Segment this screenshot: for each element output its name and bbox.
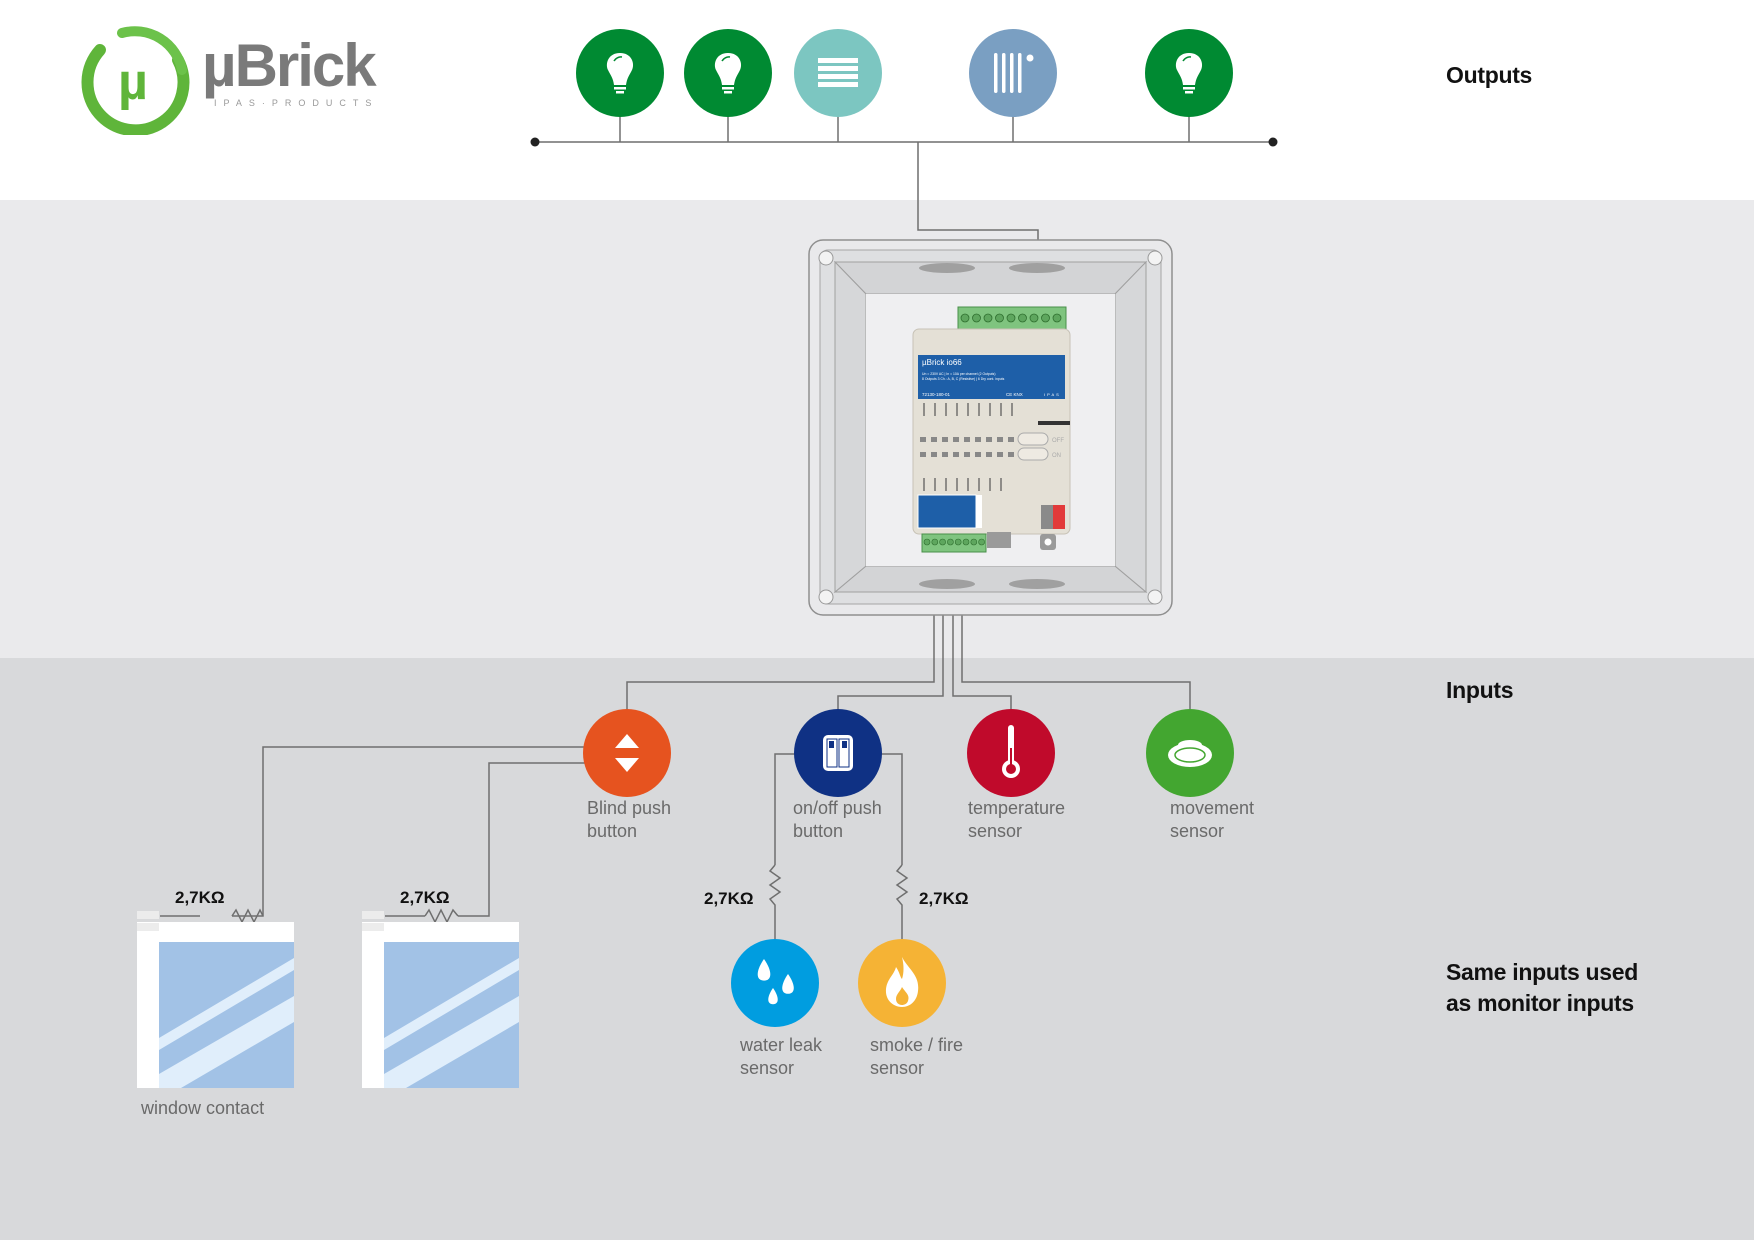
- resistor-label-window-1: 2,7KΩ: [175, 888, 225, 907]
- wire-window-1: [232, 746, 584, 917]
- window-2: [362, 911, 519, 1088]
- cable-gland: [919, 579, 975, 589]
- resistor-label-smoke: 2,7KΩ: [919, 889, 969, 908]
- ubrick-io66-device: µBrick io66 Un = 230V AC | In = 10A per …: [912, 306, 1071, 553]
- resistor-label-water: 2,7KΩ: [704, 889, 754, 908]
- monitor-title-line1: Same inputs used: [1446, 959, 1639, 985]
- up-down-arrows-icon: [615, 734, 639, 772]
- window-1: [137, 911, 294, 1088]
- output-node-4: [969, 29, 1057, 117]
- input-node-1-circle: [583, 709, 671, 797]
- device-part-number: 72130-180-01: [922, 392, 951, 397]
- wire-water: [774, 753, 795, 865]
- knx-connector-red: [1053, 505, 1065, 529]
- monitor-title-line2: as monitor inputs: [1446, 990, 1634, 1016]
- resistor-water: [768, 864, 782, 940]
- blinds-icon: [818, 58, 858, 87]
- reed-contact: [362, 911, 384, 919]
- monitor-node-1: [731, 939, 819, 1027]
- logo-wordmark: µBrick: [202, 32, 377, 99]
- manual-on-switch: [1017, 447, 1049, 461]
- outputs-band: [0, 0, 1754, 200]
- switch-off-label: OFF: [1052, 438, 1064, 444]
- input-node-3: [967, 709, 1055, 797]
- device-spec-1: Un = 230V AC | In = 10A per channel (2 O…: [922, 372, 995, 376]
- mu-logo-icon: µ: [81, 26, 190, 137]
- output-node-3: [794, 29, 882, 117]
- input-label-plate: [917, 494, 977, 529]
- rocker-switch-icon: [823, 735, 853, 771]
- input-node-2: [794, 709, 882, 797]
- device-vendor: IPAS: [1044, 392, 1061, 397]
- switch-on-label: ON: [1052, 453, 1061, 459]
- svg-text:µ: µ: [118, 53, 148, 111]
- bus-endpoint-right: [1268, 137, 1278, 147]
- wire-window-2: [458, 762, 585, 917]
- output-node-2: [684, 29, 772, 117]
- device-spec-2: 8 Outputs 3 Ch.: A, B, C (Resistive) | 6…: [922, 377, 1005, 381]
- wire-blind: [626, 562, 935, 709]
- monitor-node-1-circle: [731, 939, 819, 1027]
- flame-icon: [885, 957, 919, 1007]
- reed-magnet: [362, 923, 384, 931]
- output-node-5: [1145, 29, 1233, 117]
- resistor-window-2: [424, 908, 459, 924]
- outputs-title: Outputs: [1446, 62, 1533, 88]
- logo-subtitle: IPAS·PRODUCTS: [214, 98, 379, 108]
- device-marks: CE KNX: [1006, 392, 1023, 397]
- wire-onoff: [837, 562, 944, 709]
- input-node-1: [583, 709, 671, 797]
- cable-gland: [1009, 579, 1065, 589]
- wire-smoke: [881, 753, 903, 865]
- wire-movement: [961, 562, 1191, 709]
- output-node-3-circle: [794, 29, 882, 117]
- water-drops-icon: [757, 959, 794, 1005]
- light-bulb-icon: [714, 53, 742, 94]
- input-node-4: [1146, 709, 1234, 797]
- manual-off-switch: [1017, 432, 1049, 446]
- wire-temperature: [952, 562, 1012, 709]
- resistor-label-window-2: 2,7KΩ: [400, 888, 450, 907]
- device-label-plate: [918, 355, 1065, 399]
- bus-endpoint-left: [530, 137, 540, 147]
- cable-gland: [919, 263, 975, 273]
- knx-connector-grey: [1041, 505, 1053, 529]
- light-bulb-icon: [606, 53, 634, 94]
- window-contact-label: window contact: [141, 1098, 265, 1118]
- device-name: µBrick io66: [922, 358, 962, 367]
- output-node-1: [576, 29, 664, 117]
- light-bulb-icon: [1175, 53, 1203, 94]
- reed-contact: [137, 911, 159, 919]
- reed-magnet: [137, 923, 159, 931]
- cable-gland: [1009, 263, 1065, 273]
- radiator-icon: [994, 53, 1034, 93]
- resistor-smoke: [895, 864, 909, 940]
- inputs-title: Inputs: [1446, 677, 1514, 703]
- ubrick-logo: µ: [70, 25, 200, 140]
- input-terminal-block: [921, 533, 987, 553]
- motion-sensor-icon: [1168, 740, 1212, 767]
- monitor-node-2: [858, 939, 946, 1027]
- resistor-window-1: [231, 908, 264, 924]
- thermometer-icon: [1002, 725, 1020, 778]
